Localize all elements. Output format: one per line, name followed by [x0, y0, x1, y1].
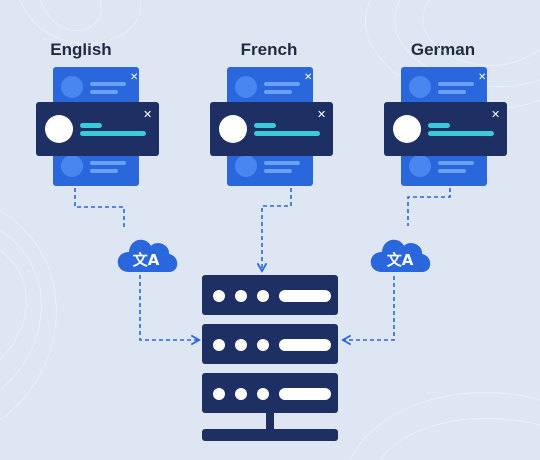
cloud-icon-right: 文A: [370, 239, 431, 272]
label-english: English: [50, 40, 112, 59]
close-icon-back: ✕: [478, 72, 486, 83]
label-french: French: [240, 40, 298, 59]
close-icon[interactable]: ✕: [491, 108, 500, 121]
window-german: ✕ ✕: [384, 67, 507, 186]
connector-english-cloud: [74, 188, 125, 230]
connector-cloud-server-left: [139, 275, 201, 346]
server-unit-1: [202, 275, 338, 315]
connector-german-cloud: [407, 188, 451, 226]
translate-icon: 文A: [387, 251, 414, 269]
avatar-icon: [45, 115, 73, 143]
close-icon[interactable]: ✕: [143, 108, 152, 121]
connectors: [74, 188, 451, 346]
label-german: German: [410, 40, 476, 59]
window-french: ✕ ✕: [210, 67, 333, 186]
server-unit-3: [202, 373, 338, 413]
translate-icon: 文A: [133, 251, 160, 269]
close-icon[interactable]: ✕: [317, 108, 326, 121]
server-icon: [202, 275, 338, 441]
avatar-icon: [393, 115, 421, 143]
window-front: [36, 102, 159, 156]
close-icon-back: ✕: [304, 72, 312, 83]
cloud-icon-left: 文A: [117, 239, 178, 272]
server-unit-2: [202, 324, 338, 364]
avatar-icon: [219, 115, 247, 143]
server-base: [202, 429, 338, 441]
connector-cloud-server-right: [341, 276, 395, 346]
window-english: ✕ ✕: [36, 67, 159, 186]
close-icon-back: ✕: [130, 72, 138, 83]
server-stand: [266, 413, 274, 429]
connector-french-server: [256, 188, 292, 273]
